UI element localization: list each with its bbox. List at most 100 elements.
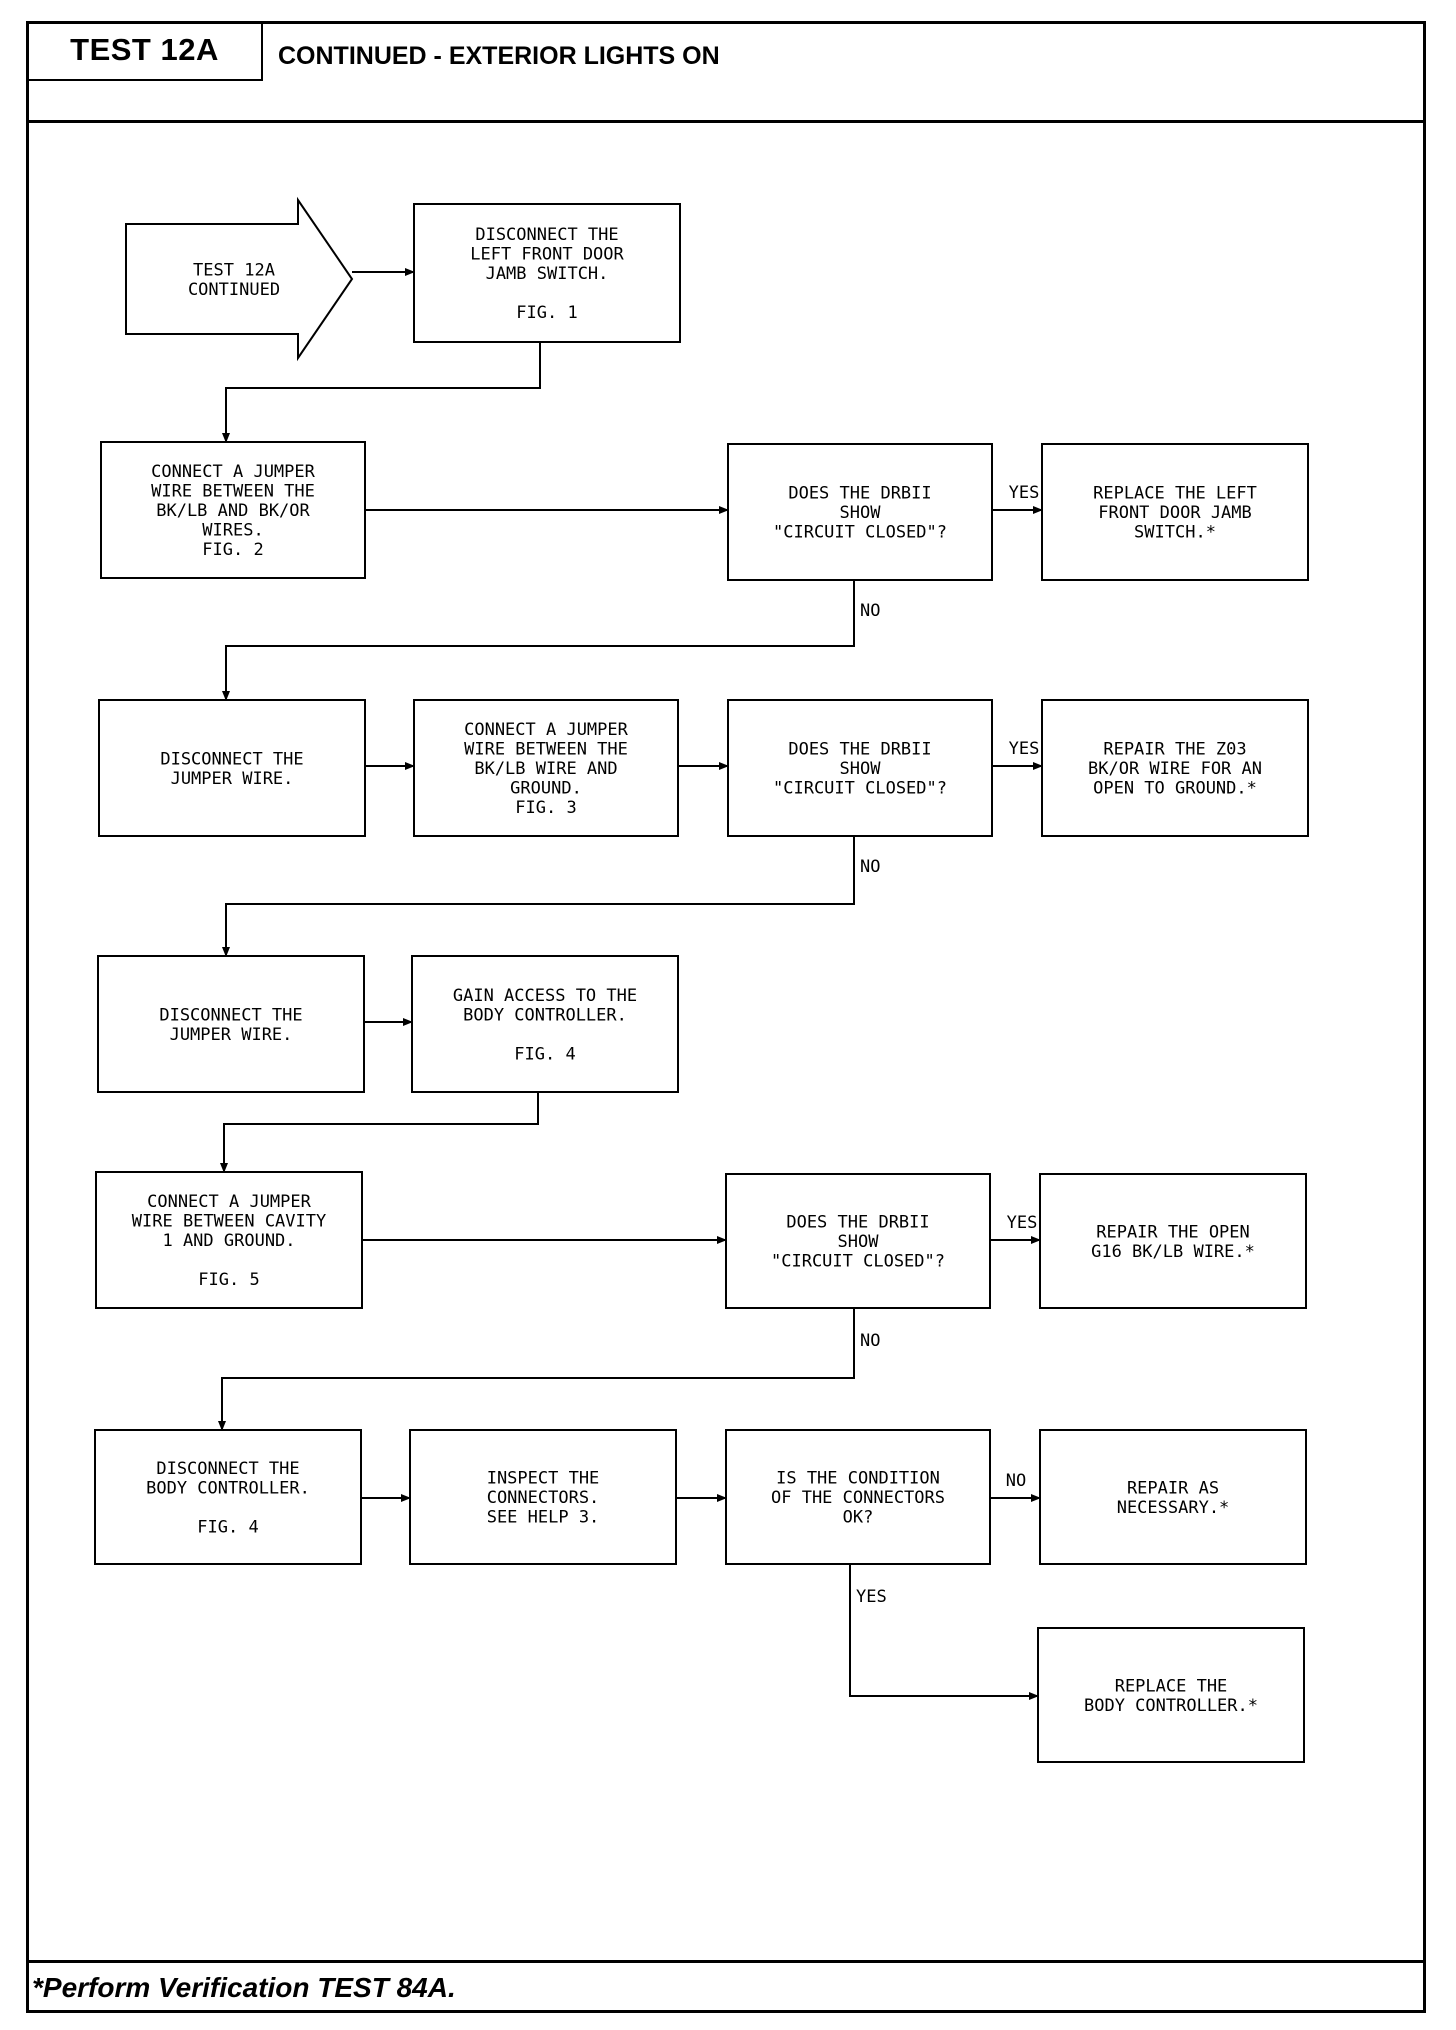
flow-box: [413, 203, 681, 343]
flow-node-text: FIG. 5: [198, 1270, 259, 1290]
connector-label-no: NO: [860, 1331, 880, 1351]
flow-node-text: FIG. 1: [516, 303, 577, 323]
flow-box: [1037, 1627, 1305, 1763]
flow-node-text: OK?: [843, 1508, 874, 1528]
flow-node-text: REPAIR THE OPEN: [1096, 1222, 1250, 1242]
flow-node-text: DISCONNECT THE: [156, 1459, 299, 1479]
flow-node-text: FIG. 4: [197, 1517, 258, 1537]
page-border: [26, 21, 1426, 2013]
flow-node-text: SHOW: [838, 1232, 880, 1252]
flow-node-text: REPAIR THE Z03: [1103, 740, 1246, 760]
flow-node-text: BODY CONTROLLER.: [463, 1005, 627, 1025]
flow-node-text: WIRE BETWEEN THE: [151, 482, 315, 502]
connector-label-yes: YES: [1009, 483, 1040, 503]
flow-box: [725, 1429, 991, 1565]
flow-node-text: SEE HELP 3.: [487, 1508, 600, 1528]
flow-connector-q2-to-disc-jumper-2: [222, 836, 855, 957]
connector-label-no: NO: [860, 601, 880, 621]
flow-node-text: "CIRCUIT CLOSED"?: [773, 779, 947, 799]
flow-node-text: FRONT DOOR JAMB: [1098, 503, 1252, 523]
flow-box: [411, 955, 679, 1093]
flow-node-text: WIRE BETWEEN THE: [464, 740, 628, 760]
flow-node-text: FIG. 3: [515, 798, 576, 818]
flow-box: [1041, 443, 1309, 581]
flow-node-text: OPEN TO GROUND.*: [1093, 779, 1257, 799]
flow-box: [1041, 699, 1309, 837]
flow-box: [413, 699, 679, 837]
flow-node-text: BODY CONTROLLER.*: [1084, 1696, 1258, 1716]
flow-node-text: OF THE CONNECTORS: [771, 1488, 945, 1508]
flow-box: [98, 699, 366, 837]
flow-node-text: BK/OR WIRE FOR AN: [1088, 759, 1262, 779]
flow-node-text: BK/LB WIRE AND: [474, 759, 617, 779]
flow-node-text: DISCONNECT THE: [160, 749, 303, 769]
flow-connector-q1-to-disc-jumper-1: [222, 580, 855, 701]
flow-box: [727, 699, 993, 837]
flow-node-text: CONNECT A JUMPER: [464, 720, 629, 740]
flow-node-text: "CIRCUIT CLOSED"?: [773, 523, 947, 543]
flow-box: [94, 1429, 362, 1565]
flow-node-text: WIRES.: [202, 521, 263, 541]
flow-box: [1039, 1173, 1307, 1309]
flow-node-text: CONNECT A JUMPER: [147, 1192, 312, 1212]
flow-node-text: INSPECT THE: [487, 1469, 600, 1489]
flow-node-text: GAIN ACCESS TO THE: [453, 986, 637, 1006]
flow-node-text: DOES THE DRBII: [788, 740, 931, 760]
flow-box: [100, 441, 366, 579]
flow-node-text: DOES THE DRBII: [788, 484, 931, 504]
flow-node-text: DISCONNECT THE: [475, 225, 618, 245]
flow-node-text: CONNECTORS.: [487, 1488, 600, 1508]
flow-connector-q3-to-disc-bc: [218, 1308, 855, 1431]
flow-box: [725, 1173, 991, 1309]
flow-node-text: SWITCH.*: [1134, 523, 1216, 543]
flow-connector-q4-to-replace-bc: [849, 1564, 1039, 1700]
header-divider: [26, 120, 1426, 123]
flow-box: [95, 1171, 363, 1309]
flow-node-text: "CIRCUIT CLOSED"?: [771, 1252, 945, 1272]
connector-label-no: NO: [1006, 1471, 1026, 1491]
flow-node-text: TEST 12A: [193, 260, 275, 280]
flow-node-text: REPLACE THE: [1115, 1676, 1228, 1696]
connector-label-no: NO: [860, 857, 880, 877]
flow-node-text: CONTINUED: [188, 280, 280, 300]
flow-box: [1039, 1429, 1307, 1565]
flow-connector-access-bc-to-jumper-cavity: [220, 1092, 539, 1173]
flow-node-text: LEFT FRONT DOOR: [470, 245, 624, 265]
flow-node-text: DOES THE DRBII: [786, 1213, 929, 1233]
flow-node-text: JUMPER WIRE.: [171, 769, 294, 789]
flow-node-text: JAMB SWITCH.: [486, 264, 609, 284]
flow-node-text: REPLACE THE LEFT: [1093, 484, 1257, 504]
flow-node-text: REPAIR AS: [1127, 1478, 1219, 1498]
start-arrow-shape: [125, 196, 354, 362]
flow-node-text: GROUND.: [510, 779, 582, 799]
flow-node-text: DISCONNECT THE: [159, 1005, 302, 1025]
flow-box: [727, 443, 993, 581]
flow-node-text: JUMPER WIRE.: [170, 1025, 293, 1045]
flow-node-text: WIRE BETWEEN CAVITY: [132, 1212, 326, 1232]
flow-node-text: CONNECT A JUMPER: [151, 462, 316, 482]
footnote: *Perform Verification TEST 84A.: [32, 1972, 456, 2003]
flow-node-text: SHOW: [840, 503, 882, 523]
flow-node-text: NECESSARY.*: [1117, 1498, 1230, 1518]
connector-label-yes: YES: [856, 1587, 887, 1607]
test-id-box: [26, 21, 263, 81]
flow-node-text: IS THE CONDITION: [776, 1469, 940, 1489]
flow-node-text: G16 BK/LB WIRE.*: [1091, 1242, 1255, 1262]
